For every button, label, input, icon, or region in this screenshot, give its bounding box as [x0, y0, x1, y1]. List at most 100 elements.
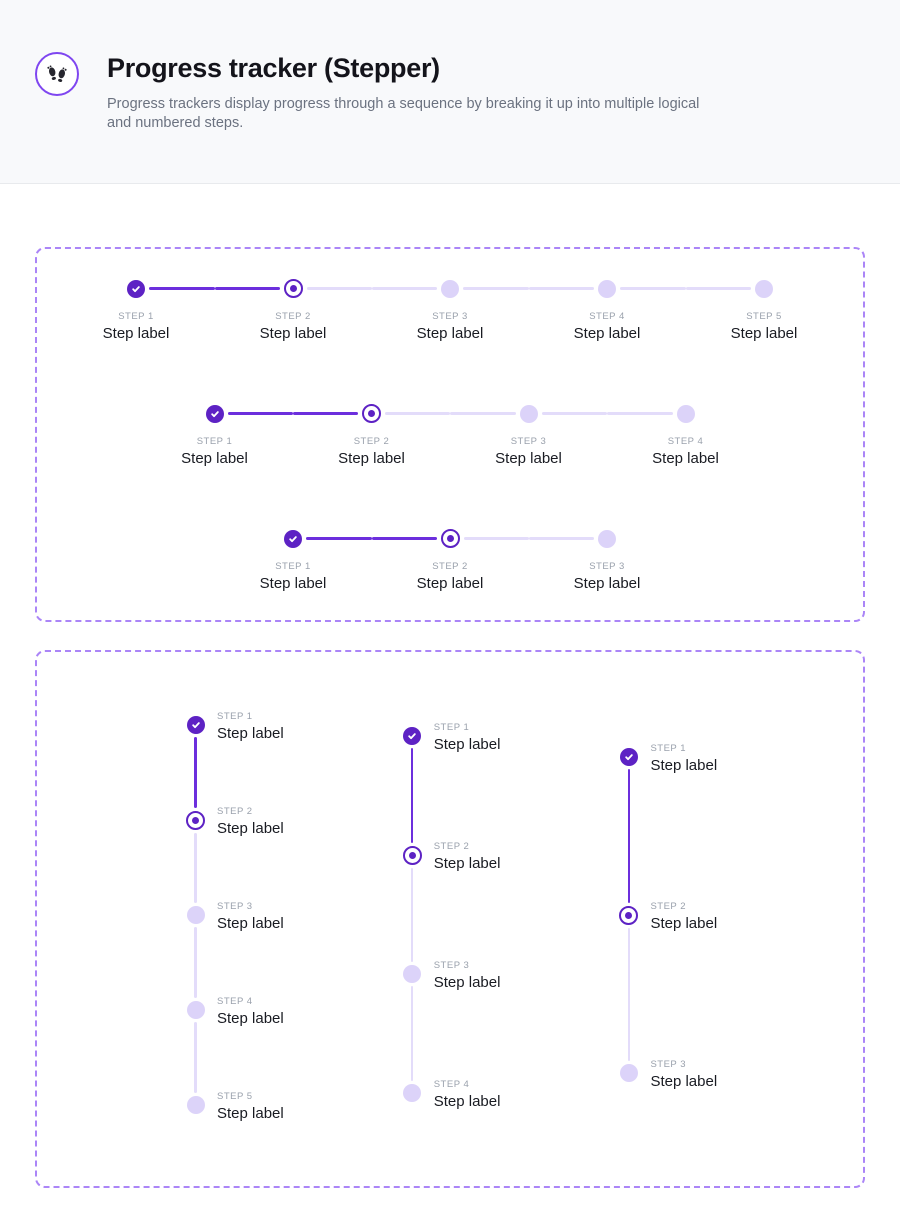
step-eyebrow: STEP 3 — [432, 311, 468, 322]
step-indicator-completed[interactable] — [403, 727, 422, 745]
step-indicator-upcoming[interactable] — [186, 1000, 205, 1019]
step-indicator-current[interactable] — [362, 404, 381, 423]
step-track — [215, 529, 372, 548]
step-track — [371, 529, 529, 548]
step-indicator-upcoming[interactable] — [598, 529, 616, 548]
connector-line — [410, 986, 414, 1081]
footprints-icon — [35, 52, 79, 96]
step-eyebrow: STEP 1 — [118, 311, 154, 322]
step-rail — [619, 905, 639, 1064]
connector-line — [607, 412, 673, 415]
step-indicator-upcoming[interactable] — [755, 279, 773, 298]
connector-line — [627, 768, 631, 903]
step-texts: STEP 1 Step label — [434, 722, 501, 846]
check-icon — [289, 535, 297, 542]
step-label: Step label — [573, 575, 641, 592]
connector-line — [541, 412, 607, 415]
step-label: Step label — [217, 1009, 284, 1027]
step-indicator-upcoming[interactable] — [186, 905, 205, 924]
step-indicator-completed[interactable] — [284, 529, 302, 548]
step-label: Step label — [433, 736, 501, 753]
step-eyebrow: STEP 3 — [433, 960, 470, 971]
step-item[interactable]: STEP 3 Step label — [371, 279, 529, 343]
step-indicator-completed[interactable] — [186, 715, 205, 734]
step-label: Step label — [416, 325, 484, 342]
step-eyebrow: STEP 1 — [275, 561, 311, 572]
step-indicator-upcoming[interactable] — [619, 1063, 638, 1082]
step-label: Step label — [217, 819, 284, 837]
step-indicator-current[interactable] — [440, 529, 460, 548]
connector-line — [385, 412, 450, 415]
connector-line — [194, 926, 197, 998]
step-item[interactable]: STEP 1 Step label — [58, 279, 215, 343]
step-eyebrow: STEP 3 — [217, 900, 253, 912]
step-indicator-upcoming[interactable] — [403, 965, 422, 983]
connector-line — [528, 287, 594, 290]
step-indicator-current[interactable] — [283, 279, 303, 298]
step-label: Step label — [102, 325, 170, 342]
step-rail — [403, 727, 422, 846]
step-eyebrow: STEP 3 — [650, 1058, 687, 1070]
step-eyebrow: STEP 5 — [746, 311, 782, 322]
step-label: Step label — [217, 1104, 284, 1122]
step-item[interactable]: STEP 1 Step label — [403, 722, 500, 846]
step-label: Step label — [433, 855, 501, 872]
step-indicator-upcoming[interactable] — [441, 279, 459, 298]
step-rail — [186, 810, 205, 906]
step-indicator-upcoming[interactable] — [403, 1084, 422, 1102]
step-indicator-upcoming[interactable] — [598, 279, 616, 298]
step-indicator-current[interactable] — [619, 905, 639, 925]
step-indicator-completed[interactable] — [205, 404, 224, 423]
step-label: Step label — [650, 756, 718, 774]
page-header: Progress tracker (Stepper) Progress trac… — [0, 0, 900, 184]
step-indicator-current[interactable] — [186, 810, 205, 830]
connector-line — [450, 412, 516, 415]
connector-line — [306, 537, 372, 540]
connector-line — [371, 287, 437, 290]
step-indicator-upcoming[interactable] — [676, 404, 695, 423]
step-indicator-completed[interactable] — [619, 747, 638, 766]
step-indicator-upcoming[interactable] — [186, 1095, 205, 1114]
step-indicator-upcoming[interactable] — [519, 404, 538, 423]
step-eyebrow: STEP 1 — [433, 722, 470, 733]
step-label: Step label — [338, 450, 405, 467]
step-indicator-current[interactable] — [402, 846, 422, 865]
step-label: Step label — [433, 1093, 501, 1110]
step-rail — [186, 715, 205, 811]
step-label: Step label — [416, 575, 484, 592]
step-indicator-completed[interactable] — [127, 279, 145, 298]
step-track — [528, 529, 686, 548]
connector-line — [293, 412, 358, 415]
